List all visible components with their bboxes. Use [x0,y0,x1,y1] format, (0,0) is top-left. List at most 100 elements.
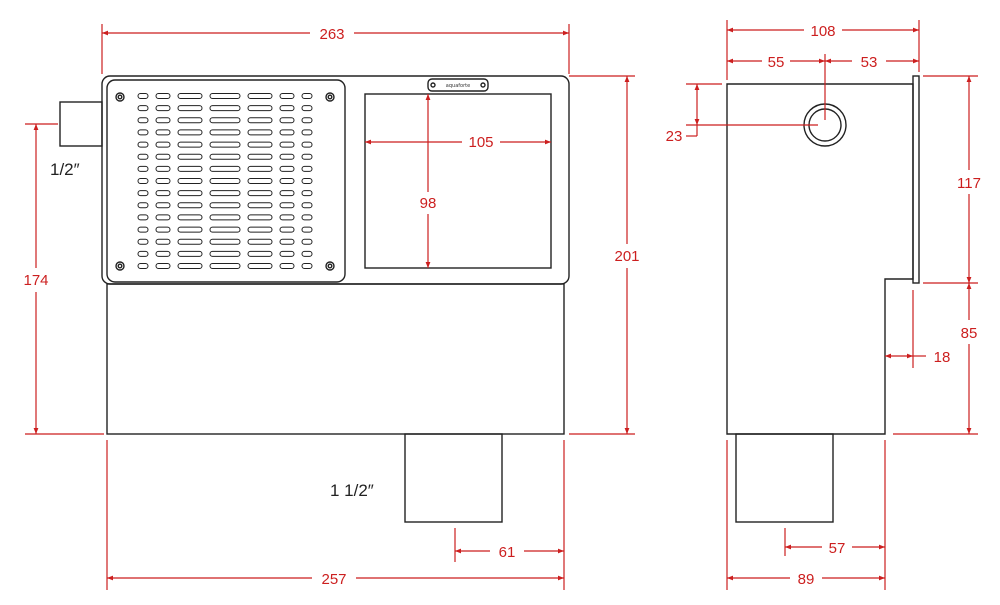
grille-slot [209,214,241,221]
viewing-window [364,93,552,269]
grille-slot [247,263,273,269]
grille-slot [247,141,273,148]
grille-slot [155,263,171,269]
logo-text: aquaforte [446,83,470,89]
grille-slot [137,178,149,184]
grille-slot [247,202,273,209]
grille-slot [177,250,203,257]
grille-slot [279,141,295,148]
grille-slot [209,238,241,245]
grille-slot [301,105,313,112]
grille-slot [279,190,295,197]
grille-slot [209,263,241,269]
grille-slot [137,202,149,209]
grille-slot [247,129,273,136]
grille-slot [177,263,203,269]
grille-slot [177,238,203,245]
dim-label-18: 18 [934,349,951,366]
logo-plate [427,78,489,92]
side-flange [912,75,920,284]
pipe-label-half-inch: 1/2″ [50,160,80,179]
grille-slot [279,202,295,209]
grille-slot [209,105,241,112]
grille-slot [209,153,241,160]
grille-slot [209,202,241,209]
grille-slot [209,250,241,257]
grille-slot [247,250,273,257]
grille-slot [247,153,273,160]
grille-slot [137,226,149,233]
dim-label-55: 55 [768,54,785,71]
grille-slot [137,250,149,257]
grille-slot [155,117,171,124]
screw-icon [115,92,335,271]
grille-slot [177,165,203,172]
grille-slot [137,117,149,124]
grille-slot [247,190,273,197]
dim-label-85: 85 [961,325,978,342]
side-dimensions [686,20,978,590]
grille-slot [137,129,149,136]
grille-slot [137,153,149,160]
grille-slot [155,226,171,233]
side-view [726,75,920,523]
grille-slot [279,129,295,136]
grille-slot [209,226,241,233]
grille-slot [279,250,295,257]
grille-slot [177,202,203,209]
grille-slot [137,263,149,269]
grille-slot [177,178,203,184]
grille-slot [137,105,149,112]
grille-slot [177,105,203,112]
grille-plate [106,79,346,283]
grille-slot [301,93,313,99]
grille-slot [155,202,171,209]
grille-slot [137,141,149,148]
grille-slot [155,178,171,184]
grille-slot [209,93,241,99]
grille-slot [247,226,273,233]
side-body [726,83,914,435]
grille-slot [301,226,313,233]
grille-slot [279,263,295,269]
grille-slot [137,190,149,197]
grille-slot [155,238,171,245]
dim-label-201: 201 [614,248,639,265]
grille-slot [301,178,313,184]
grille-slot [301,190,313,197]
grille-slot [279,153,295,160]
grille-slot [247,105,273,112]
grille-slot [279,214,295,221]
grille-slot [279,226,295,233]
grille-slot [279,93,295,99]
grille-slot [137,214,149,221]
grille-slot [137,165,149,172]
grille-slot [177,117,203,124]
dim-label-89: 89 [798,571,815,588]
outlet-pipe [404,433,503,523]
front-view [59,75,570,523]
grille-slot [279,165,295,172]
dim-label-98: 98 [420,195,437,212]
grille-slot [301,117,313,124]
grille-slot [247,165,273,172]
grille-slot [177,214,203,221]
dim-label-105: 105 [468,134,493,151]
front-body-upper [101,75,570,285]
grille-slot [177,153,203,160]
grille-slot [155,214,171,221]
grille-slot [209,117,241,124]
grille-slot [279,178,295,184]
dim-label-23: 23 [666,128,683,145]
grille-slot [247,238,273,245]
grille-slot [209,190,241,197]
grille-slot [209,165,241,172]
side-outlet-pipe [735,433,834,523]
dim-label-257: 257 [321,571,346,588]
grille-slot [155,190,171,197]
front-dimensions [25,24,635,590]
grille-slot [209,141,241,148]
grille-slot [209,178,241,184]
grille-slot [247,178,273,184]
grille-slot [247,93,273,99]
